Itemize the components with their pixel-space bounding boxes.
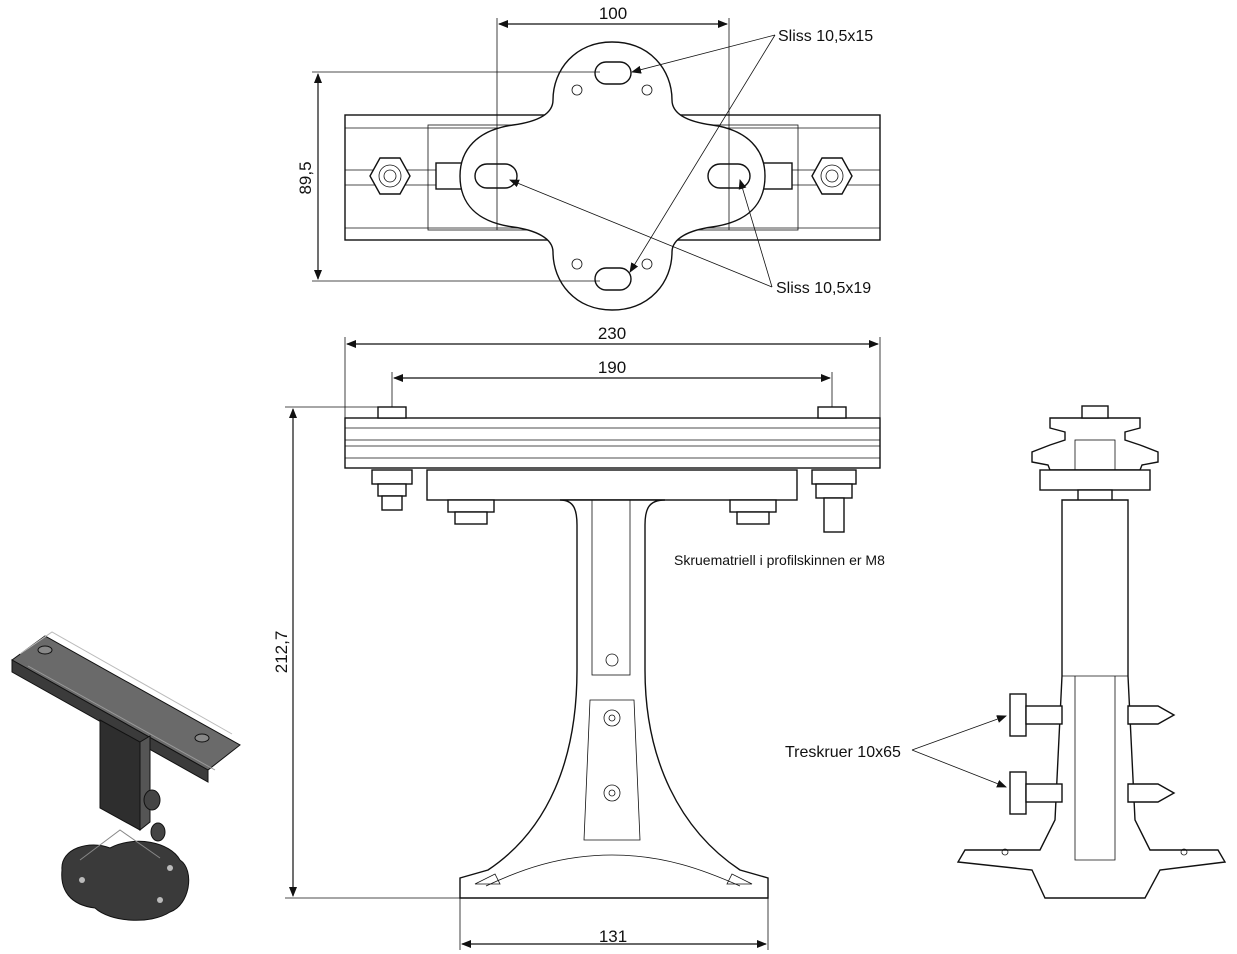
rail-nut-left [369, 157, 411, 195]
slot-top [594, 61, 632, 85]
dim-total-length: 230 [598, 324, 626, 343]
label-wood-screws: Treskruer 10x65 [785, 744, 901, 761]
dim-bolt-spacing: 190 [598, 358, 626, 377]
rail-nut-right [811, 157, 853, 195]
dim-width-top: 100 [599, 4, 627, 23]
screw-material-note: Skruematriell i profilskinnen er M8 [674, 552, 885, 568]
dim-total-height: 212,7 [272, 631, 291, 674]
slot-bottom [594, 267, 632, 291]
dim-height-top: 89,5 [296, 161, 315, 194]
front-view: 230 190 212,7 131 Skruematriell i profil… [272, 324, 885, 950]
base-plate-outline [459, 41, 766, 311]
wood-screw-lower [1009, 771, 1176, 815]
isometric-view [11, 631, 241, 921]
wood-screw-upper [1009, 693, 1176, 737]
label-slot-large: Sliss 10,5x19 [776, 280, 871, 297]
slot-left [474, 163, 518, 189]
label-slot-small: Sliss 10,5x15 [778, 28, 873, 45]
dim-base-width: 131 [599, 927, 627, 946]
side-view: Treskruer 10x65 [785, 405, 1227, 899]
top-view: 100 89,5 Sliss 10,5x15 Sliss 10,5x19 [296, 4, 881, 311]
